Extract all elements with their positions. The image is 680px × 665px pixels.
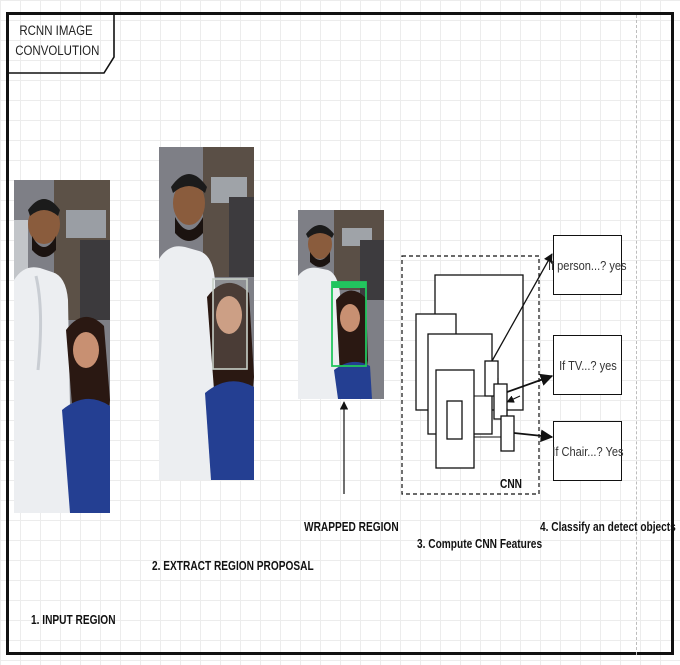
step-classify: 4. Classify an detect objects: [540, 519, 676, 534]
page-boundary-line: [636, 15, 637, 655]
class-chair-text: If Chair...? Yes: [551, 443, 624, 459]
title-tab: [8, 15, 115, 74]
class-box-person: If person...? yes: [548, 235, 627, 295]
wrapped-region-photo: [298, 210, 384, 399]
proposal-box: [212, 278, 248, 370]
class-box-chair: If Chair...? Yes: [551, 421, 624, 481]
input-photo-art: [14, 180, 110, 513]
title-tab-shape: [8, 15, 115, 74]
region-proposal-photo: [159, 147, 254, 480]
step-input-region: 1. INPUT REGION: [31, 612, 116, 627]
proposal-photo-art: [159, 147, 254, 480]
input-region-photo: [14, 180, 110, 513]
detection-label-bar: [332, 282, 366, 288]
cnn-label: CNN: [500, 476, 522, 491]
diagram-frame: [6, 12, 674, 655]
wrapped-photo-art: [298, 210, 384, 399]
step-extract-region: 2. EXTRACT REGION PROPOSAL: [152, 558, 314, 573]
class-box-tv: If TV...? yes: [553, 335, 622, 395]
class-tv-text: If TV...? yes: [558, 357, 617, 373]
step-wrapped-region: WRAPPED REGION: [304, 519, 399, 534]
class-person-text: If person...? yes: [548, 257, 627, 273]
step-compute-cnn: 3. Compute CNN Features: [417, 536, 543, 551]
diagram-title: RCNN IMAGE CONVOLUTION: [15, 23, 100, 58]
